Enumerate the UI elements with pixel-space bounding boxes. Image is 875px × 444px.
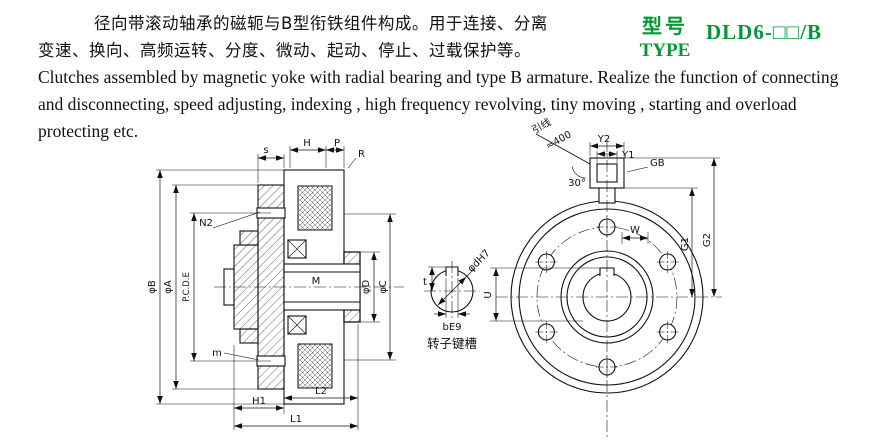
dim-P: P — [326, 138, 345, 168]
english-description: Clutches assembled by magnetic yoke with… — [38, 67, 839, 141]
dim-label-W: W — [630, 225, 640, 236]
type-label-block: 型号 TYPE — [628, 10, 702, 62]
dim-label-M: M — [312, 276, 321, 287]
dim-label-Y2: Y2 — [597, 134, 610, 145]
dim-label-s: s — [263, 145, 268, 156]
dim-phiA: φA — [163, 184, 258, 390]
dim-phiC: φC — [344, 213, 396, 361]
dim-L1: L1 — [234, 414, 358, 429]
cn-line-1: 径向带滚动轴承的磁轭与B型衔铁组件构成。用于连接、分离 — [94, 14, 548, 33]
dim-label-phiD: φD — [361, 280, 372, 295]
coil-lower — [297, 343, 333, 389]
coil-upper — [297, 185, 333, 231]
keyway-detail-caption: 转子键槽 — [427, 336, 477, 351]
type-label-cn: 型号 — [642, 14, 688, 38]
dim-label-phiA: φA — [163, 280, 174, 294]
cn-line-2: 变速、换向、高频运转、分度、微动、起动、停止、过载保护等。 — [38, 41, 531, 60]
dim-label-keyway-width: bE9 — [442, 322, 461, 333]
dim-U: U — [483, 267, 600, 322]
dim-W: W — [621, 225, 649, 244]
dim-pcde: P.C.D.E — [182, 212, 271, 362]
dim-label-phiB: φB — [147, 280, 158, 294]
dim-s: s — [257, 145, 285, 183]
dim-label-L2: L2 — [315, 386, 327, 397]
dim-label-P: P — [334, 138, 340, 149]
dim-GB: GB — [626, 158, 665, 173]
dim-R: R — [347, 149, 365, 169]
dim-label-H1: H1 — [252, 396, 266, 407]
lead-wire-label: 引线 — [529, 115, 553, 136]
dim-L2: L2 — [284, 324, 359, 430]
dim-label-Y1: Y1 — [621, 150, 634, 161]
dim-label-keyway-depth: t — [423, 277, 427, 288]
dim-G2: G2 — [624, 157, 720, 297]
dim-phiB: φB — [147, 169, 284, 405]
dim-label-pcde: P.C.D.E — [182, 272, 192, 302]
dim-label-N2: N2 — [199, 218, 213, 229]
dim-label-bore-dia: φdH7 — [466, 248, 493, 275]
lead-wire-angle: 30° — [568, 178, 586, 189]
dim-phiD: φD — [360, 251, 380, 323]
dim-N2: N2 — [199, 211, 261, 229]
chinese-description: 径向带滚动轴承的磁轭与B型衔铁组件构成。用于连接、分离 变速、换向、高频运转、分… — [38, 10, 583, 64]
dim-label-L1: L1 — [290, 414, 302, 425]
dim-label-H: H — [303, 138, 311, 149]
front-view: Y2 Y1 GB 引线 ≈400 30° — [483, 115, 722, 440]
dim-label-GB: GB — [650, 158, 665, 169]
dim-Y2: Y2 — [589, 134, 625, 156]
dim-m: m — [212, 348, 260, 361]
dim-M: M — [312, 276, 321, 287]
dim-label-G1: G1 — [680, 237, 691, 251]
dim-Y1: Y1 — [596, 150, 634, 163]
type-label-en: TYPE — [639, 40, 691, 61]
dim-G1: G1 — [624, 187, 698, 297]
model-number: DLD6-□□/B — [706, 20, 823, 44]
lead-wire-length: ≈400 — [544, 129, 573, 152]
section-geometry — [214, 169, 404, 405]
dim-label-G2: G2 — [702, 233, 713, 247]
dim-H: H — [289, 138, 327, 168]
dim-label-R: R — [358, 149, 365, 160]
section-view: φB φA P.C.D.E N2 m — [147, 138, 404, 430]
dim-label-U: U — [483, 291, 494, 298]
dim-label-phiC: φC — [378, 280, 389, 294]
dim-H1: H1 — [233, 345, 285, 430]
lead-wire: 引线 ≈400 30° — [529, 115, 591, 189]
dim-label-m: m — [212, 348, 222, 359]
